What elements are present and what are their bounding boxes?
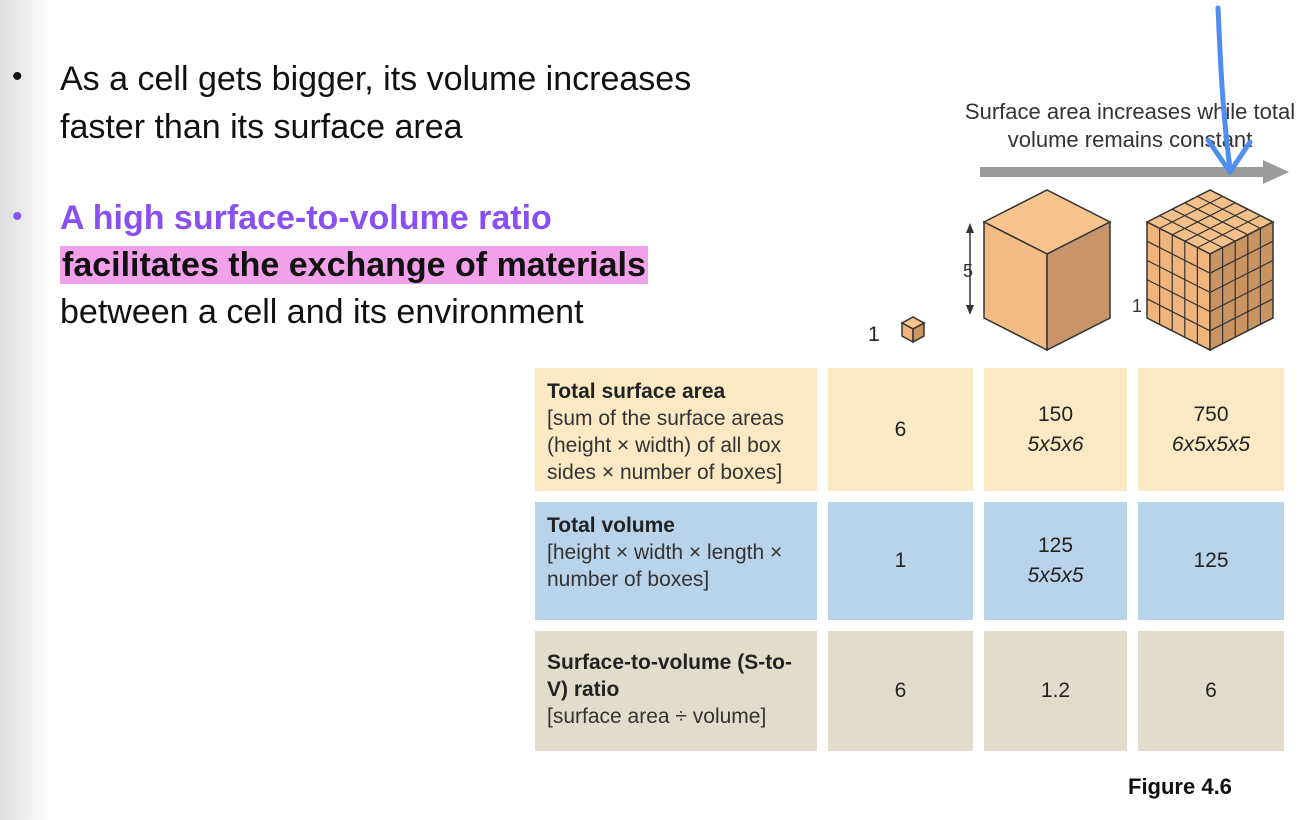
bullet-text-2: A high surface-to-volume ratio facilitat…: [60, 195, 780, 336]
bullet-2-highlighted-text: facilitates the exchange of materials: [60, 246, 648, 284]
cell-value: 6: [894, 417, 907, 441]
table-cell: 6: [1138, 631, 1284, 751]
table-cell: 125 5x5x5: [984, 502, 1127, 620]
right-arrow-icon: [980, 160, 1289, 184]
table-cell: 750 6x5x5x5: [1138, 368, 1284, 491]
table-cell: 1: [828, 502, 973, 620]
cube-diagram: 1 5: [868, 189, 1275, 352]
large-cube-icon: [982, 189, 1112, 352]
row-title: Surface-to-volume (S-to-V) ratio: [547, 651, 793, 701]
row-description: [sum of the surface areas (height × widt…: [547, 407, 784, 484]
cell-value: 1: [894, 549, 907, 572]
many-cubes-label: 1: [1132, 296, 1142, 316]
bullet-2-rest-text: between a cell and its environment: [60, 293, 584, 331]
blue-annotation-arrow-icon: [1205, 5, 1253, 175]
row-label-s-to-v-ratio: Surface-to-volume (S-to-V) ratio [surfac…: [535, 631, 817, 751]
table-cell: 1.2: [984, 631, 1127, 751]
cell-note: 5x5x6: [1027, 432, 1084, 456]
bullet-text-1: As a cell gets bigger, its volume increa…: [60, 60, 692, 146]
bullet-2-purple-text: A high surface-to-volume ratio: [60, 199, 552, 237]
cell-value: 750: [1193, 402, 1229, 426]
bullet-dot-2: •: [12, 200, 23, 233]
bullet-dot-1: •: [12, 60, 23, 93]
slide-edge-shadow: [0, 0, 50, 820]
cell-value: 6: [1205, 679, 1217, 702]
cell-value: 6: [894, 679, 907, 702]
table-cell: 125: [1138, 502, 1284, 620]
cell-note: 5x5x5: [1027, 564, 1084, 587]
table-cell: 6: [828, 631, 973, 751]
cell-value: 1.2: [1040, 679, 1071, 702]
table-cell: 150 5x5x6: [984, 368, 1127, 491]
row-title: Total volume: [547, 514, 675, 537]
row-label-surface-area: Total surface area [sum of the surface a…: [535, 368, 817, 491]
row-description: [surface area ÷ volume]: [547, 705, 767, 728]
large-cube-label: 5: [963, 261, 973, 281]
diagram-caption: Surface area increases while total volum…: [964, 99, 1296, 152]
small-cube-icon: [900, 316, 926, 344]
row-description: [height × width × length × number of box…: [547, 541, 783, 591]
cell-note: 6x5x5x5: [1171, 432, 1251, 456]
small-cube-label: 1: [868, 323, 880, 346]
many-cubes-icon: [1145, 189, 1275, 352]
cell-value: 125: [1037, 534, 1074, 557]
row-title: Total surface area: [547, 380, 726, 403]
figure-label: Figure 4.6: [1128, 774, 1232, 799]
cell-value: 125: [1193, 549, 1229, 572]
row-label-total-volume: Total volume [height × width × length × …: [535, 502, 817, 620]
cell-value: 150: [1037, 402, 1074, 426]
table-cell: 6: [828, 368, 973, 491]
